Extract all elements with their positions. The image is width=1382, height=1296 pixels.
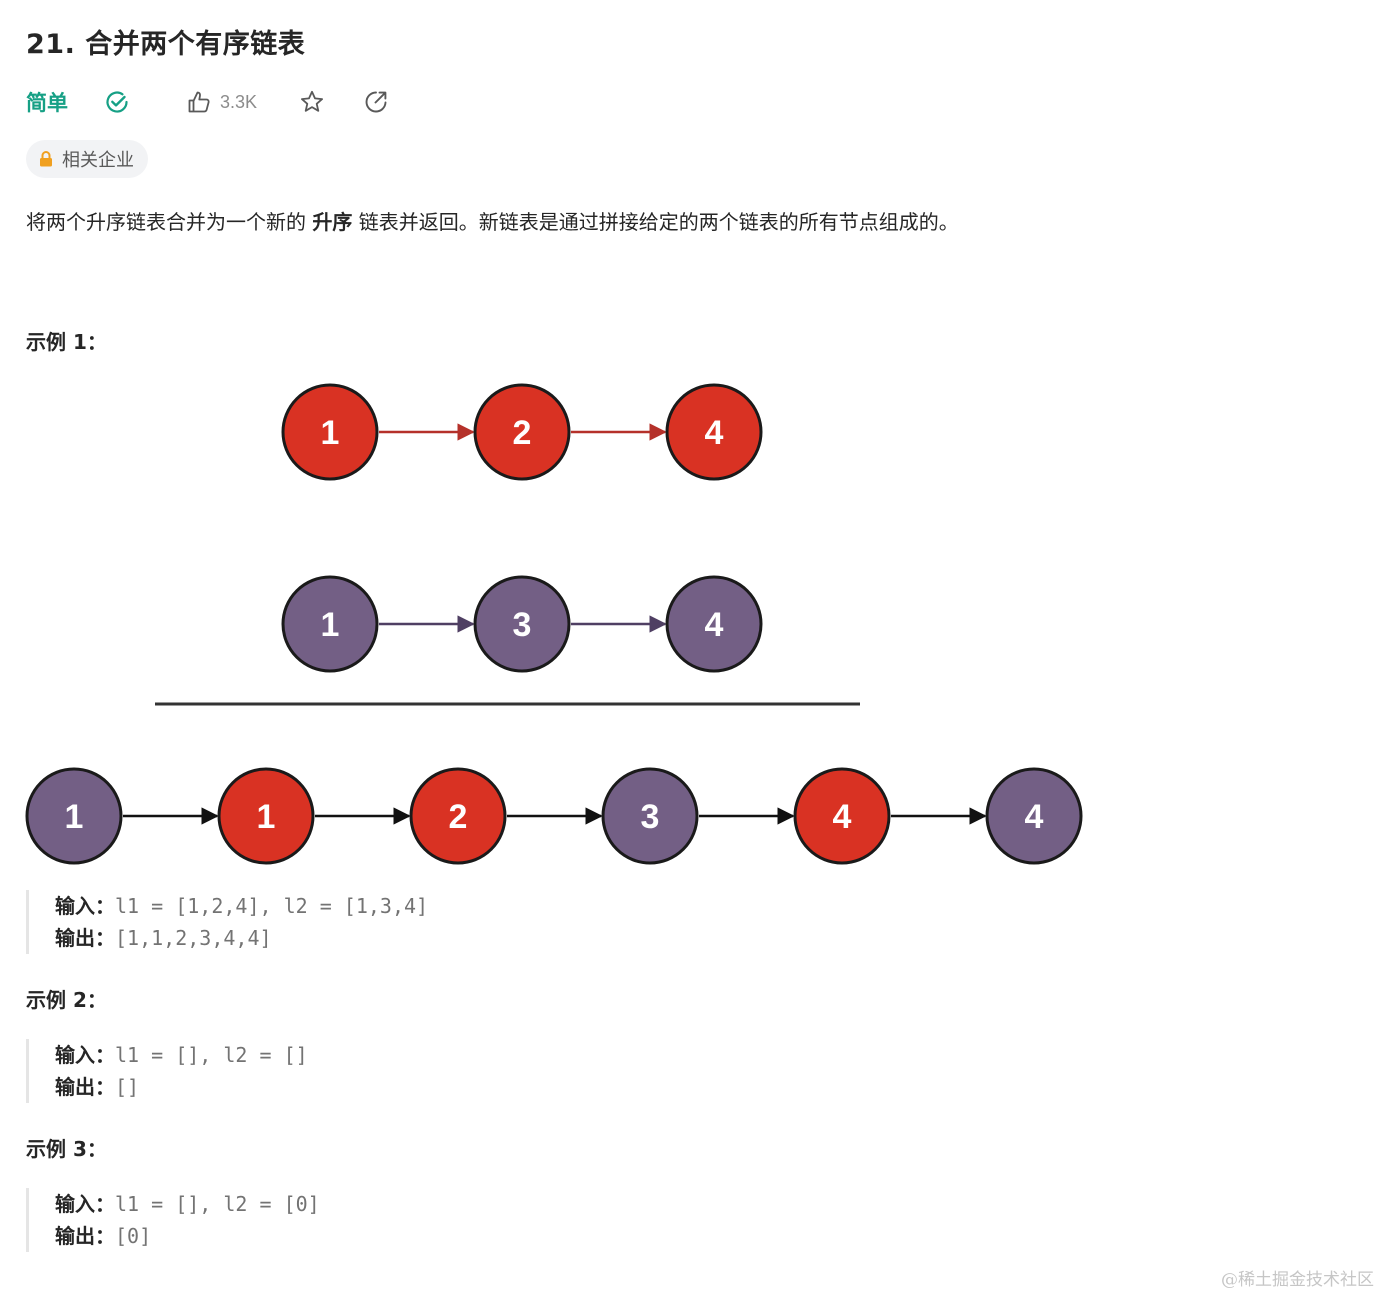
example-1-input-line: 输入：l1 = [1,2,4], l2 = [1,3,4] [55, 890, 428, 922]
merged-node-5: 4 [793, 767, 891, 865]
merged-node-4: 3 [601, 767, 699, 865]
example-1-box: 输入：l1 = [1,2,4], l2 = [1,3,4]输出：[1,1,2,3… [26, 890, 428, 954]
company-tag-button[interactable]: 相关企业 [26, 140, 148, 178]
example-1-input-label: 输入： [55, 894, 115, 918]
merged-node-6: 4 [985, 767, 1083, 865]
lock-icon [38, 150, 54, 168]
problem-title: 21. 合并两个有序链表 [26, 29, 306, 60]
list2-node-2: 3 [473, 575, 571, 673]
description-text-post: 链表并返回。新链表是通过拼接给定的两个链表的所有节点组成的。 [352, 210, 959, 234]
list1-node-3-circle [665, 383, 763, 481]
list2-node-2-circle [473, 575, 571, 673]
list2-node-3-label: 4 [705, 606, 724, 644]
thumbs-up-icon [184, 87, 214, 117]
description-keyword: 升序 [312, 210, 353, 234]
watermark: @稀土掘金技术社区 [1221, 1270, 1374, 1290]
merged-node-2: 1 [217, 767, 315, 865]
example-3-box: 输入：l1 = [], l2 = [0]输出：[0] [26, 1188, 320, 1252]
merged-node-6-circle [985, 767, 1083, 865]
example-2-output-value: [] [115, 1075, 140, 1099]
problem-meta-row: 简单 3.3K [26, 84, 391, 120]
merged-node-2-label: 1 [257, 798, 276, 836]
list1-node-2: 2 [473, 383, 571, 481]
merged-node-4-circle [601, 767, 699, 865]
merged-node-1-circle [25, 767, 123, 865]
example-1-input-value: l1 = [1,2,4], l2 = [1,3,4] [115, 894, 429, 918]
example-2-box: 输入：l1 = [], l2 = []输出：[] [26, 1039, 308, 1103]
example-1-heading: 示例 1： [26, 330, 107, 354]
example-3-output-value: [0] [115, 1224, 152, 1248]
list1-node-1-label: 1 [321, 414, 340, 452]
merged-node-1-label: 1 [65, 798, 84, 836]
example-2-input-line: 输入：l1 = [], l2 = [] [55, 1039, 308, 1071]
list2-node-1: 1 [281, 575, 379, 673]
merged-node-1: 1 [25, 767, 123, 865]
example-3-output-line: 输出：[0] [55, 1220, 320, 1252]
example-2-input-label: 输入： [55, 1043, 115, 1067]
merged-node-4-label: 3 [641, 798, 660, 836]
star-icon[interactable] [297, 87, 327, 117]
list1-node-1-circle [281, 383, 379, 481]
like-button[interactable]: 3.3K [184, 87, 257, 117]
merged-node-5-label: 4 [833, 798, 852, 836]
example-3-input-label: 输入： [55, 1192, 115, 1216]
merge-linked-list-diagram: 1 2 4 1 3 4 1 1 2 3 4 4 [25, 383, 1083, 865]
list1-node-2-circle [473, 383, 571, 481]
list2-node-1-circle [281, 575, 379, 673]
share-icon[interactable] [361, 87, 391, 117]
like-count: 3.3K [220, 91, 258, 112]
list2-node-1-label: 1 [321, 606, 340, 644]
example-2-input-value: l1 = [], l2 = [] [115, 1043, 308, 1067]
list1-node-3: 4 [665, 383, 763, 481]
difficulty-badge: 简单 [26, 91, 68, 115]
list2-node-2-label: 3 [513, 606, 532, 644]
list2-node-3-circle [665, 575, 763, 673]
example-3-output-label: 输出： [55, 1224, 115, 1248]
problem-description: 将两个升序链表合并为一个新的 升序 链表并返回。新链表是通过拼接给定的两个链表的… [26, 206, 959, 235]
example-1-output-line: 输出：[1,1,2,3,4,4] [55, 922, 428, 954]
merged-node-5-circle [793, 767, 891, 865]
example-2-heading: 示例 2： [26, 988, 107, 1012]
example-3-input-line: 输入：l1 = [], l2 = [0] [55, 1188, 320, 1220]
check-circle-icon [102, 87, 132, 117]
example-1-output-value: [1,1,2,3,4,4] [115, 926, 272, 950]
list1-node-3-label: 4 [705, 414, 724, 452]
example-2-output-line: 输出：[] [55, 1071, 308, 1103]
merged-node-6-label: 4 [1025, 798, 1044, 836]
example-2-output-label: 输出： [55, 1075, 115, 1099]
example-3-heading: 示例 3： [26, 1137, 107, 1161]
list1-node-1: 1 [281, 383, 379, 481]
merged-node-2-circle [217, 767, 315, 865]
example-1-output-label: 输出： [55, 926, 115, 950]
merged-node-3: 2 [409, 767, 507, 865]
company-tag-label: 相关企业 [62, 150, 134, 171]
list1-node-2-label: 2 [513, 414, 532, 452]
merged-node-3-circle [409, 767, 507, 865]
list2-node-3: 4 [665, 575, 763, 673]
description-text-pre: 将两个升序链表合并为一个新的 [26, 210, 313, 234]
merged-node-3-label: 2 [449, 798, 468, 836]
example-3-input-value: l1 = [], l2 = [0] [115, 1192, 320, 1216]
